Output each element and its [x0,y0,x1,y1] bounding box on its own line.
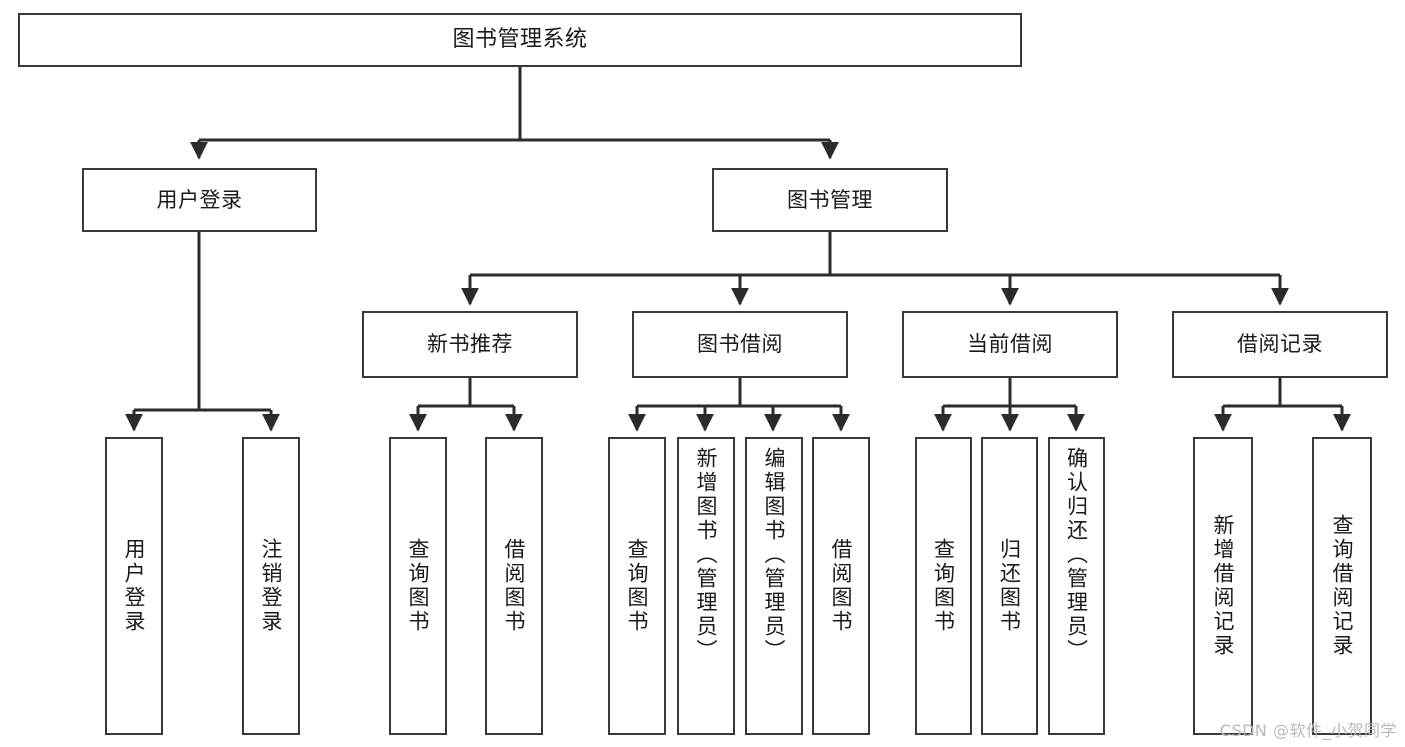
node-label: 图书管理系统 [452,27,588,53]
node-label: 注销登录 [259,538,284,634]
node-label: 图书借阅 [697,332,783,357]
node-label: 编辑图书（管理员） [762,447,787,663]
node-label: 查询图书 [931,538,956,634]
leaf-query-books-current[interactable]: 查询图书 [915,437,972,735]
node-label: 查询借阅记录 [1330,514,1355,658]
node-book-management[interactable]: 图书管理 [712,168,948,232]
leaf-user-login[interactable]: 用户登录 [105,437,163,735]
node-label: 新书推荐 [427,332,513,357]
leaf-return-books[interactable]: 归还图书 [981,437,1038,735]
node-label: 借阅记录 [1237,332,1323,357]
leaf-add-borrow-record[interactable]: 新增借阅记录 [1193,437,1253,735]
node-label: 用户登录 [156,187,243,212]
leaf-edit-book-admin[interactable]: 编辑图书（管理员） [745,437,803,735]
node-label: 当前借阅 [967,332,1053,357]
leaf-add-book-admin[interactable]: 新增图书（管理员） [677,437,735,735]
watermark-credit: CSDN @软件_小贺同学 [1219,721,1397,740]
node-label: 用户登录 [122,538,147,634]
node-label: 查询图书 [625,538,650,634]
node-label: 新增借阅记录 [1211,514,1236,658]
node-current-borrowing[interactable]: 当前借阅 [902,311,1118,378]
leaf-query-books-borrowing[interactable]: 查询图书 [608,437,666,735]
node-user-login[interactable]: 用户登录 [82,168,317,232]
node-root-book-management-system[interactable]: 图书管理系统 [18,13,1022,67]
node-label: 确认归还（管理员） [1064,447,1089,663]
leaf-borrow-books-new-recommendation[interactable]: 借阅图书 [485,437,543,735]
node-book-borrowing[interactable]: 图书借阅 [632,311,848,378]
leaf-logout[interactable]: 注销登录 [242,437,300,735]
node-new-book-recommendation[interactable]: 新书推荐 [362,311,578,378]
node-borrowing-records[interactable]: 借阅记录 [1172,311,1388,378]
node-label: 归还图书 [997,538,1022,634]
node-label: 图书管理 [787,187,873,212]
leaf-borrow-books-borrowing[interactable]: 借阅图书 [812,437,870,735]
node-label: 新增图书（管理员） [694,447,719,663]
leaf-query-borrow-record[interactable]: 查询借阅记录 [1312,437,1372,735]
node-label: 借阅图书 [502,538,527,634]
leaf-confirm-return-admin[interactable]: 确认归还（管理员） [1048,437,1105,735]
leaf-query-books-new-recommendation[interactable]: 查询图书 [389,437,447,735]
node-label: 借阅图书 [829,538,854,634]
node-label: 查询图书 [406,538,431,634]
